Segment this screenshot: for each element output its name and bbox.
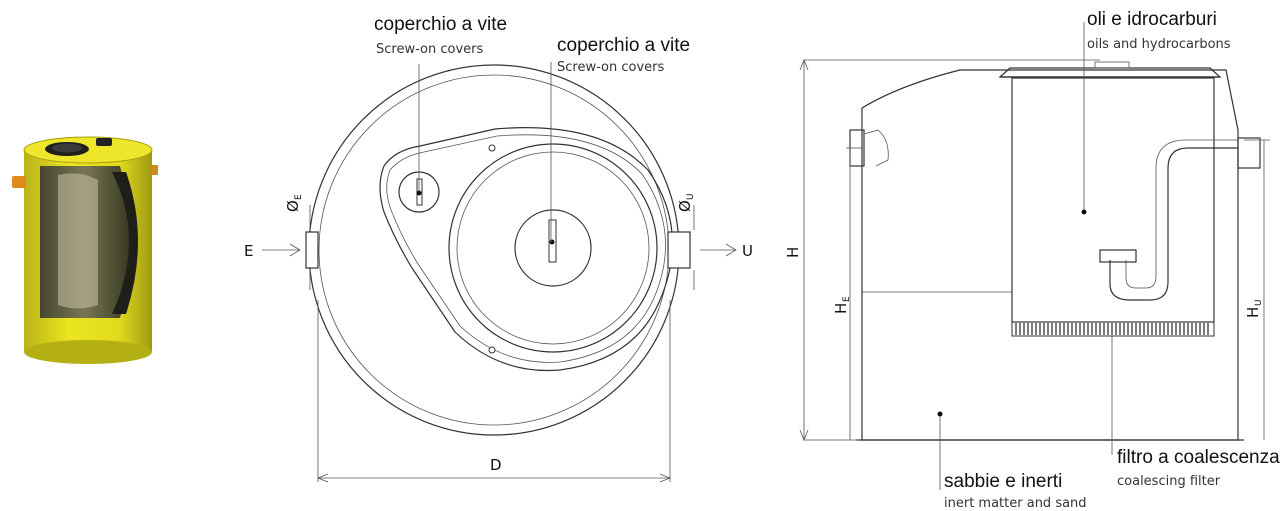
dim-outlet: U — [742, 242, 753, 260]
label-sand-en: inert matter and sand — [944, 496, 1087, 511]
section-view — [799, 22, 1270, 490]
label-sand-it: sabbie e inerti — [944, 471, 1062, 492]
dim-outlet-dia: Ø — [676, 200, 694, 212]
label-filter-it: filtro a coalescenza — [1117, 447, 1280, 468]
plan-view — [262, 62, 737, 483]
dim-inlet-height: H — [832, 303, 850, 314]
label-cover-big-it: coperchio a vite — [557, 35, 690, 56]
label-cover-big-en: Screw-on covers — [557, 60, 664, 75]
dim-outlet-height-sub: U — [1254, 299, 1264, 306]
dim-inlet-dia: Ø — [284, 200, 302, 212]
annotation-labels: coperchio a vite Screw-on covers coperch… — [244, 9, 1280, 511]
label-filter-en: coalescing filter — [1117, 474, 1221, 489]
dim-outlet-dia-sub: U — [686, 193, 696, 200]
dim-inlet: E — [244, 242, 253, 260]
dim-diameter: D — [490, 456, 502, 474]
dim-outlet-height: H — [1244, 307, 1262, 318]
label-oils-it: oli e idrocarburi — [1087, 9, 1217, 30]
tank-render — [12, 136, 158, 364]
dim-inlet-dia-sub: E — [294, 194, 304, 200]
label-oils-en: oils and hydrocarbons — [1087, 37, 1231, 52]
label-cover-small-en: Screw-on covers — [376, 42, 483, 57]
dim-inlet-height-sub: E — [842, 296, 852, 302]
dim-height: H — [784, 247, 802, 258]
label-cover-small-it: coperchio a vite — [374, 14, 507, 35]
